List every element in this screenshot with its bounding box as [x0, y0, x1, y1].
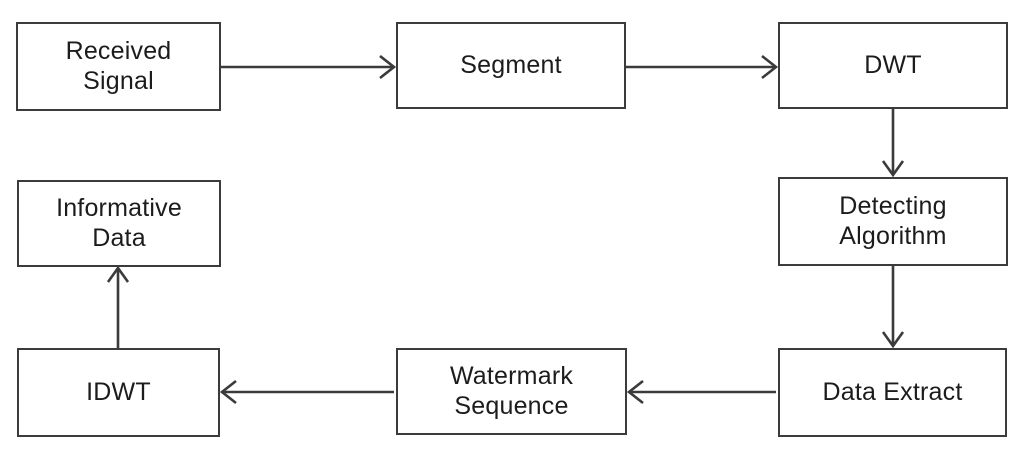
edge-received-signal-to-segment — [221, 54, 397, 80]
edge-detecting-algorithm-to-data-extract — [881, 266, 905, 349]
node-label-idwt: IDWT — [86, 377, 151, 406]
edge-watermark-sequence-to-idwt — [219, 379, 394, 405]
edge-dwt-to-detecting-algorithm — [881, 109, 905, 178]
edge-data-extract-to-watermark-sequence — [626, 379, 776, 405]
node-data-extract[interactable]: Data Extract — [778, 348, 1007, 437]
node-label-detecting-algorithm: Detecting Algorithm — [839, 192, 947, 250]
node-label-dwt: DWT — [864, 50, 922, 79]
node-dwt[interactable]: DWT — [778, 22, 1008, 109]
node-label-informative-data: Informative Data — [56, 194, 182, 252]
node-label-segment: Segment — [460, 50, 562, 79]
node-idwt[interactable]: IDWT — [17, 348, 220, 437]
node-label-watermark-sequence: Watermark Sequence — [449, 362, 574, 420]
node-watermark-sequence[interactable]: Watermark Sequence — [396, 348, 627, 435]
node-received-signal[interactable]: Received Signal — [16, 22, 221, 111]
edge-idwt-to-informative-data — [106, 265, 130, 348]
node-label-received-signal: Received Signal — [65, 37, 172, 95]
node-segment[interactable]: Segment — [396, 22, 626, 109]
node-label-data-extract: Data Extract — [822, 377, 963, 406]
node-detecting-algorithm[interactable]: Detecting Algorithm — [778, 177, 1008, 266]
node-informative-data[interactable]: Informative Data — [17, 180, 221, 267]
edge-segment-to-dwt — [626, 54, 779, 80]
